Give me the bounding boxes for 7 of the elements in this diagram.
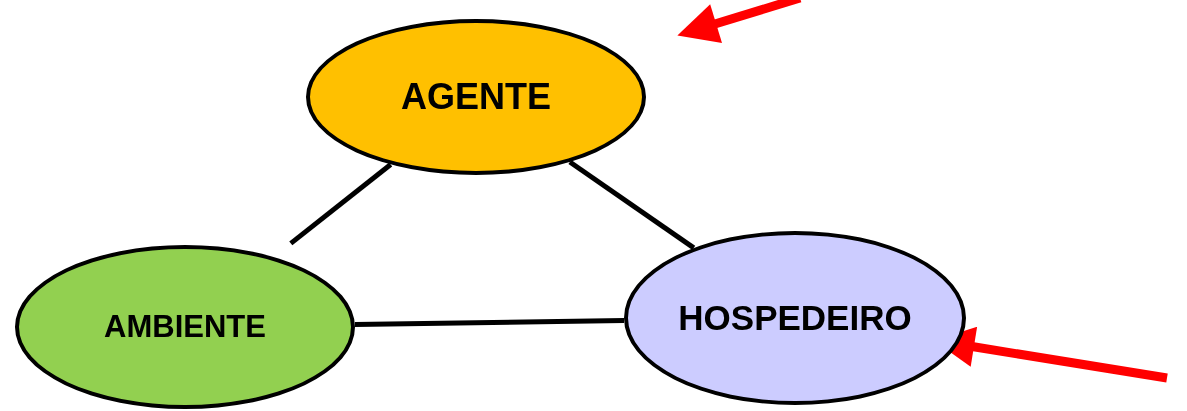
arrow — [677, 0, 802, 43]
connector-line — [289, 162, 393, 246]
node-label: AGENTE — [401, 76, 551, 118]
node-label: AMBIENTE — [104, 309, 266, 345]
connector-line — [354, 318, 625, 327]
node-label: HOSPEDEIRO — [678, 298, 912, 338]
connector-line — [568, 159, 696, 250]
